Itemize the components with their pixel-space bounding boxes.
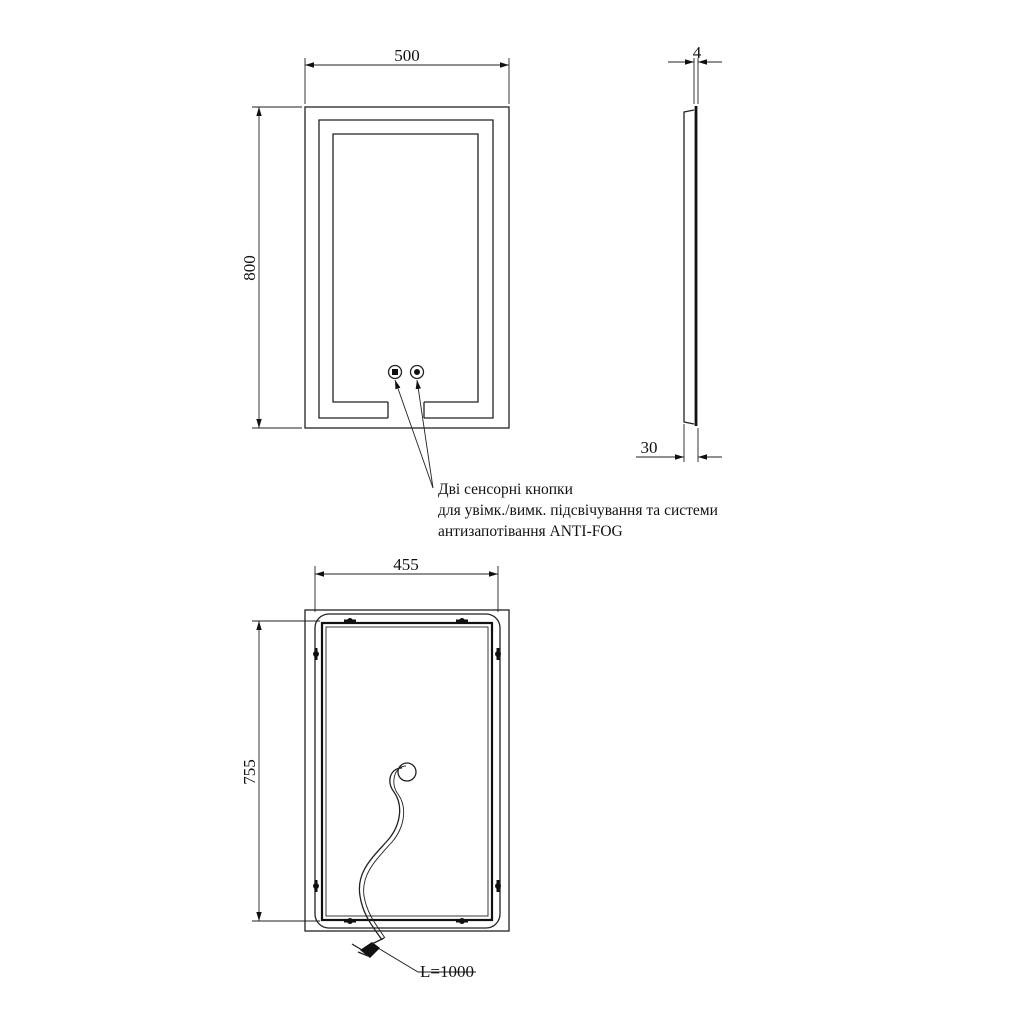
- dim-cable-length: L=1000: [420, 962, 474, 981]
- mount-hole-top-right: [456, 618, 468, 624]
- power-plug: [351, 937, 385, 958]
- mount-hole-bottom-right: [456, 918, 468, 924]
- dim-rear-width: 455: [393, 555, 419, 574]
- power-cable: [358, 767, 403, 941]
- rear-mirror-outline: [304, 609, 510, 932]
- mount-hole-right-lower: [495, 880, 501, 892]
- touch-button-antifog: [409, 364, 425, 380]
- cable-length-leader: [377, 947, 476, 973]
- mount-hole-left-upper: [313, 648, 319, 660]
- leader-line-1: [394, 379, 434, 489]
- led-strip-inner: [332, 133, 479, 403]
- note-line-3: антизапотівання ANTI-FOG: [438, 523, 623, 540]
- dim-rear-height: 755: [240, 759, 259, 785]
- note-line-2: для увімк./вимк. підсвічування та систем…: [438, 502, 718, 519]
- dim-front-width: 500: [394, 46, 420, 65]
- led-strip-outer: [318, 119, 494, 419]
- cable-grommet: [397, 762, 417, 782]
- note-line-1: Дві сенсорні кнопки: [438, 481, 573, 498]
- dim-side-depth-top: 4: [693, 43, 702, 62]
- mount-hole-bottom-left: [344, 918, 356, 924]
- mount-hole-left-lower: [313, 880, 319, 892]
- mirror-outline: [304, 106, 510, 429]
- touch-button-power: [387, 364, 403, 380]
- dim-front-height: 800: [240, 255, 259, 281]
- leader-line-2: [415, 379, 434, 489]
- mount-hole-top-left: [344, 618, 356, 624]
- rear-view: L=1000 455 755: [240, 555, 510, 981]
- side-body: [683, 109, 695, 425]
- front-view: 500 800 Дві сенсорні кнопки для увімк./в…: [240, 46, 718, 540]
- rear-panel: [320, 621, 494, 922]
- rear-frame: [314, 613, 501, 929]
- mount-hole-right-upper: [495, 648, 501, 660]
- dim-side-depth-bottom: 30: [641, 438, 658, 457]
- side-view: 4 30: [636, 43, 722, 462]
